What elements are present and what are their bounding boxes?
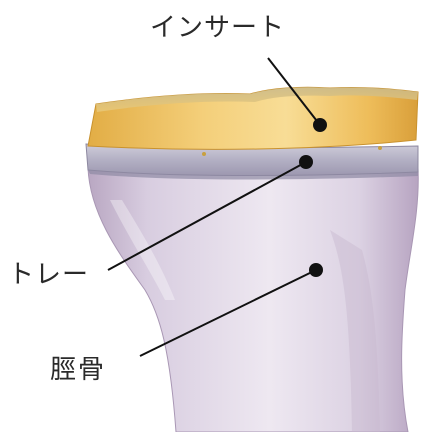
insert-label: インサート bbox=[150, 15, 285, 41]
insert-marker-dot bbox=[313, 118, 327, 132]
tray-label: トレー bbox=[8, 262, 89, 288]
tibia-label: 脛骨 bbox=[50, 357, 106, 383]
tibia-marker-dot bbox=[309, 263, 323, 277]
tray-marker-dot bbox=[299, 155, 313, 169]
